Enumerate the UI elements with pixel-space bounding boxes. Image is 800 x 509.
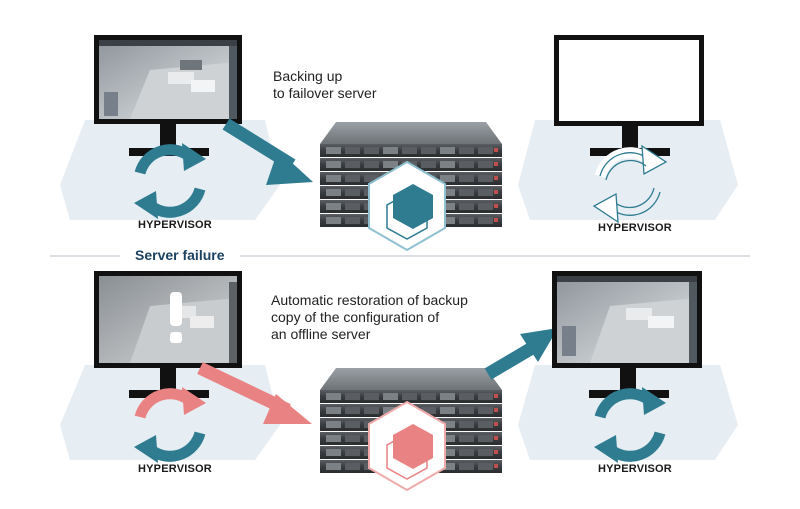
hypervisor-label-top-right: HYPERVISOR: [598, 222, 672, 234]
monitor-bottom-left-failed: [94, 271, 242, 398]
note-backup-line2: to failover server: [273, 85, 377, 101]
hypervisor-label-bottom-left: HYPERVISOR: [138, 463, 212, 475]
server-unit: [320, 144, 502, 157]
hypervisor-label-top-left: HYPERVISOR: [138, 219, 212, 231]
note-restoration-line3: an offline server: [271, 326, 371, 342]
section-title-server-failure: Server failure: [135, 247, 225, 263]
shadow-right-bottom: [518, 365, 738, 460]
exclamation-icon: [170, 292, 182, 343]
shadow-right-top: [518, 120, 738, 220]
server-unit: [320, 390, 502, 403]
note-restoration-line2: copy of the configuration of: [271, 309, 440, 325]
server-unit: [320, 404, 502, 417]
monitor-bottom-right-restored: [552, 271, 702, 398]
hypervisor-label-bottom-right: HYPERVISOR: [598, 463, 672, 475]
sync-icon: [134, 387, 206, 463]
arrow-restore-bottom: [484, 328, 558, 380]
note-restoration: Automatic restoration of backup copy of …: [271, 292, 468, 343]
sync-icon: [594, 387, 666, 463]
backup-cube-icon: [368, 400, 446, 492]
note-backup-line1: Backing up: [273, 68, 343, 84]
note-backup: Backing up to failover server: [273, 68, 376, 102]
sync-icon: [592, 144, 668, 224]
monitor-top-left: [94, 35, 242, 156]
note-restoration-line1: Automatic restoration of backup: [271, 292, 468, 308]
arrow-backup-top: [222, 118, 313, 185]
backup-cube-icon: [368, 160, 446, 252]
shadow-left-top: [60, 120, 280, 220]
arrow-failure-bottom: [197, 362, 312, 424]
shadow-left-bottom: [60, 365, 280, 460]
sync-icon: [134, 143, 206, 219]
